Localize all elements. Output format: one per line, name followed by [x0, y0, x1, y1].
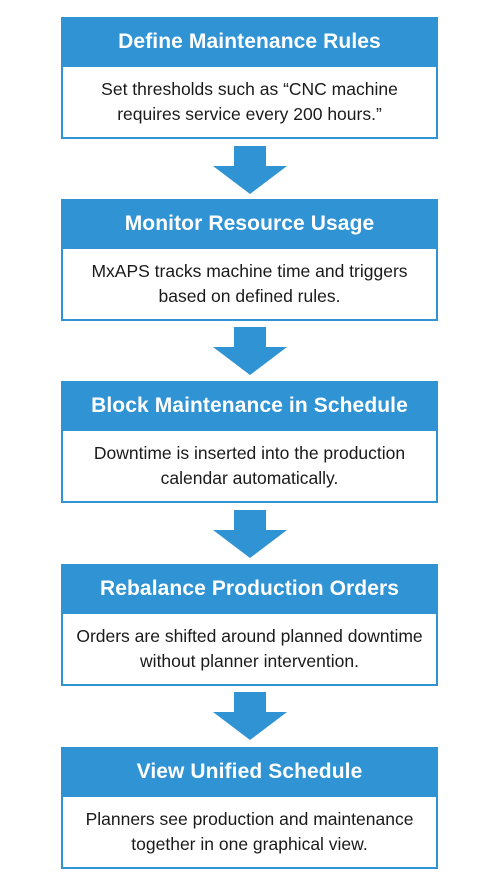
step-description: Planners see production and maintenance … [61, 797, 438, 869]
step-description: Downtime is inserted into the production… [61, 431, 438, 503]
step-title: Rebalance Production Orders [61, 564, 438, 614]
down-arrow-icon [213, 510, 287, 558]
step-description: MxAPS tracks machine time and triggers b… [61, 249, 438, 321]
down-arrow-icon [213, 327, 287, 375]
step-title: Define Maintenance Rules [61, 17, 438, 67]
step-description: Set thresholds such as “CNC machine requ… [61, 67, 438, 139]
step-block-maintenance-in-schedule: Block Maintenance in Schedule Downtime i… [61, 381, 438, 503]
step-title: Monitor Resource Usage [61, 199, 438, 249]
step-define-maintenance-rules: Define Maintenance Rules Set thresholds … [61, 17, 438, 139]
step-monitor-resource-usage: Monitor Resource Usage MxAPS tracks mach… [61, 199, 438, 321]
step-description: Orders are shifted around planned downti… [61, 614, 438, 686]
down-arrow-icon [213, 146, 287, 194]
step-view-unified-schedule: View Unified Schedule Planners see produ… [61, 747, 438, 869]
step-rebalance-production-orders: Rebalance Production Orders Orders are s… [61, 564, 438, 686]
step-title: View Unified Schedule [61, 747, 438, 797]
down-arrow-icon [213, 692, 287, 740]
step-title: Block Maintenance in Schedule [61, 381, 438, 431]
